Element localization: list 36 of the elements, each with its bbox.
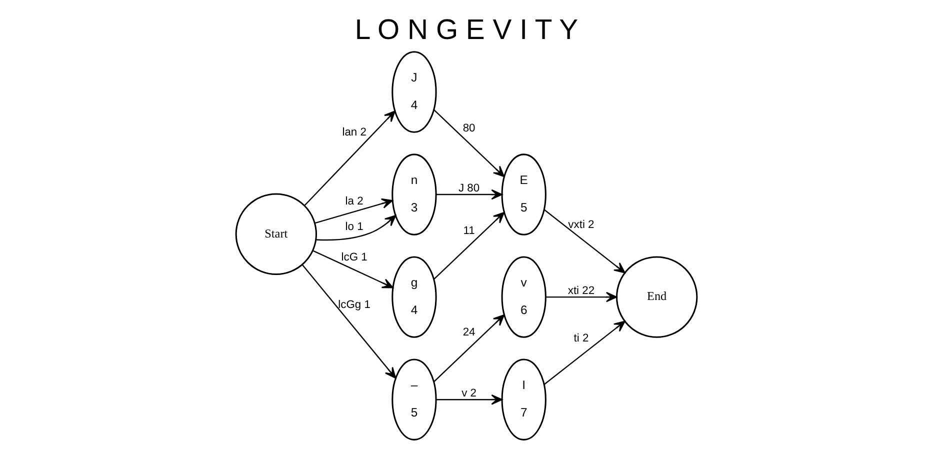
arrow <box>436 189 502 200</box>
diagram-title: L O N G E V I T Y <box>354 14 578 46</box>
arrow <box>316 214 396 241</box>
edge-label: vxti 2 <box>568 218 594 231</box>
node-ellipse: g 4 <box>392 256 437 338</box>
node-ellipse: E 5 <box>501 154 546 236</box>
node-circle: Start <box>235 193 318 275</box>
arrow <box>546 292 618 302</box>
arrow <box>304 110 396 206</box>
node-ellipse: – 5 <box>392 358 437 440</box>
arrow <box>302 264 396 379</box>
arrow <box>544 320 626 385</box>
node-ellipse: v 6 <box>501 256 546 338</box>
edge-label: lo 1 <box>345 220 364 233</box>
edge-label: ti 2 <box>574 332 589 345</box>
edge-label: lcG 1 <box>341 251 368 264</box>
arrow <box>434 109 505 178</box>
node-ellipse: I 7 <box>501 358 546 440</box>
edge-label: v 2 <box>462 387 476 400</box>
edge-label: lcGg 1 <box>338 299 370 312</box>
edge-label: 11 <box>463 224 475 237</box>
edge-label: 24 <box>462 326 476 338</box>
edge-label: xti 22 <box>568 284 595 297</box>
arrow <box>314 198 393 224</box>
edge-label: 80 <box>462 122 476 134</box>
arrow <box>544 209 626 274</box>
edge-label: la 2 <box>345 195 364 208</box>
arrow <box>312 250 394 288</box>
node-ellipse: J 4 <box>392 51 437 133</box>
arrow <box>434 212 505 280</box>
node-circle: End <box>616 256 698 338</box>
edge-label: J 80 <box>458 182 480 194</box>
node-ellipse: n 3 <box>392 154 437 236</box>
edge-label: lan 2 <box>342 126 366 138</box>
arrow <box>434 314 505 382</box>
arrow <box>436 394 502 405</box>
